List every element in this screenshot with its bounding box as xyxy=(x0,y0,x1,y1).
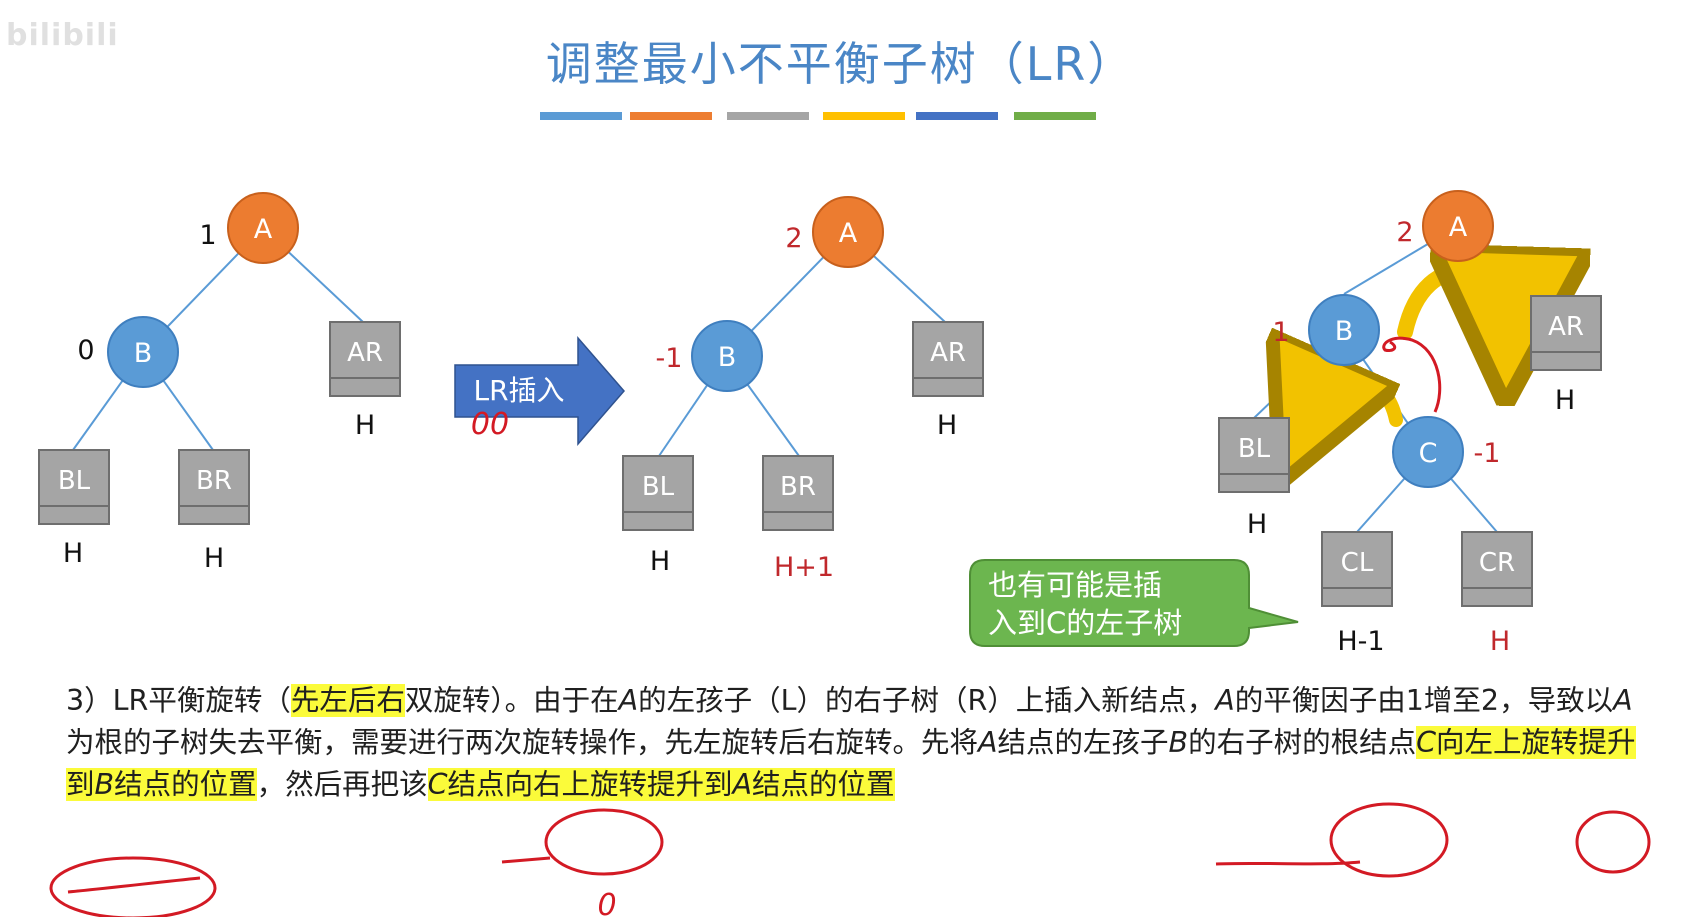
bilibili-watermark: bilibili xyxy=(6,18,119,53)
tree3-subtree-cl: CL xyxy=(1321,531,1393,607)
tree2-a-balance: 2 xyxy=(785,223,802,254)
tree3-subtree-cr: CR xyxy=(1461,531,1533,607)
para-highlight: 结点的位置 xyxy=(114,768,257,801)
callout-line-1: 也有可能是插 xyxy=(988,568,1162,602)
svg-text:BR: BR xyxy=(196,466,232,496)
title-underline-orange xyxy=(630,112,712,120)
svg-text:AR: AR xyxy=(1548,312,1584,342)
tree3-subtree-bl: BL xyxy=(1218,417,1290,493)
tree2-b-balance: -1 xyxy=(656,343,683,374)
svg-text:AR: AR xyxy=(930,338,966,368)
para-highlight: 结点的位置 xyxy=(752,768,895,801)
callout-line-2: 入到C的左子树 xyxy=(988,606,1182,640)
tree1-bl-height: H xyxy=(63,538,83,569)
para-seg: 为根的子树失去平衡，需要进行两次旋转操作，先左旋转后右旋转。先将 xyxy=(66,726,979,759)
title-underline-green xyxy=(1014,112,1096,120)
tree-2: A 2 B -1 AR H BL H BR H+1 xyxy=(622,196,984,583)
para-highlight: 先左后右 xyxy=(290,684,405,717)
handwritten-00: 00 xyxy=(471,407,509,442)
title-underline-darkblue xyxy=(916,112,998,120)
para-seg: 的平衡因子由1增至2，导致以 xyxy=(1234,684,1614,717)
tree2-bl-height: H xyxy=(650,546,670,577)
para-seg: ，然后再把该 xyxy=(256,768,428,801)
tree3-ar-height: H xyxy=(1555,385,1575,416)
para-highlight: A xyxy=(732,768,753,801)
svg-text:BL: BL xyxy=(642,472,675,502)
svg-text:B: B xyxy=(1335,316,1354,347)
tree2-subtree-bl: BL xyxy=(622,455,694,531)
tree3-b-balance: 1 xyxy=(1272,317,1289,348)
para-var: A xyxy=(1613,684,1633,717)
para-seg: 双旋转）。由于在 xyxy=(404,684,619,717)
lr-insert-label: LR插入 xyxy=(473,374,564,407)
svg-text:A: A xyxy=(1449,212,1468,243)
handwritten-zero: 0 xyxy=(597,888,616,917)
para-seg: 3）LR平衡旋转（ xyxy=(66,684,291,717)
svg-text:CR: CR xyxy=(1479,548,1515,578)
tree1-subtree-bl: BL xyxy=(38,449,110,525)
tree1-subtree-ar: AR xyxy=(329,321,401,397)
svg-text:CL: CL xyxy=(1341,548,1374,578)
tree2-ar-height: H xyxy=(937,410,957,441)
tree3-subtree-ar: AR xyxy=(1530,295,1602,371)
tree3-node-b: B xyxy=(1308,294,1380,366)
tree3-cr-height: H xyxy=(1490,626,1510,657)
para-seg: 的右子树的根结点 xyxy=(1188,726,1417,759)
para-var: A xyxy=(978,726,998,759)
explanation-paragraph: 3）LR平衡旋转（先左后右双旋转）。由于在A的左孩子（L）的右子树（R）上插入新… xyxy=(66,680,1646,806)
para-var: A xyxy=(1215,684,1235,717)
handwritten-curve xyxy=(1382,336,1442,413)
tree2-node-a: A xyxy=(812,196,884,268)
paragraph-annotations: 0 xyxy=(49,802,1651,917)
title-underline-blue xyxy=(540,112,622,120)
para-highlight: C xyxy=(427,768,448,801)
tree-1: A 1 B 0 AR H BL H BR H xyxy=(38,192,401,574)
tree2-subtree-ar: AR xyxy=(912,321,984,397)
svg-text:A: A xyxy=(839,218,858,249)
para-seg: 的左孩子（L）的右子树（R）上插入新结点， xyxy=(638,684,1216,717)
tree3-a-balance: 2 xyxy=(1396,217,1413,248)
para-seg: 结点的左孩子 xyxy=(997,726,1169,759)
title-underline-gray xyxy=(727,112,809,120)
tree1-ar-height: H xyxy=(355,410,375,441)
tree2-subtree-br: BR xyxy=(762,455,834,531)
svg-text:BR: BR xyxy=(780,472,816,502)
tree3-cl-height: H-1 xyxy=(1337,626,1384,657)
para-var: B xyxy=(1168,726,1189,759)
tree3-c-balance: -1 xyxy=(1474,438,1501,469)
tree3-node-c: C xyxy=(1392,416,1464,488)
tree2-node-b: B xyxy=(691,320,763,392)
tree1-b-balance: 0 xyxy=(77,335,94,366)
tree1-a-balance: 1 xyxy=(199,220,216,251)
svg-text:AR: AR xyxy=(347,338,383,368)
svg-text:B: B xyxy=(134,338,153,369)
para-highlight: B xyxy=(94,768,115,801)
para-highlight: C xyxy=(1416,726,1437,759)
tree1-br-height: H xyxy=(204,543,224,574)
title-underline-yellow xyxy=(823,112,905,120)
tree1-node-b: B xyxy=(107,316,179,388)
svg-text:B: B xyxy=(718,342,737,373)
svg-text:BL: BL xyxy=(1238,434,1271,464)
tree2-br-height: H+1 xyxy=(774,552,834,583)
svg-text:C: C xyxy=(1419,438,1438,469)
rotate-right-arrow xyxy=(1397,271,1508,332)
tree3-bl-height: H xyxy=(1247,509,1267,540)
svg-text:A: A xyxy=(254,214,273,245)
svg-text:BL: BL xyxy=(58,466,91,496)
tree-3: A 2 B 1 AR H BL H C -1 CL H-1 xyxy=(1218,190,1602,657)
rotate-left-arrow xyxy=(1308,381,1403,420)
tree1-subtree-br: BR xyxy=(178,449,250,525)
tree3-node-a: A xyxy=(1422,190,1494,262)
page-title: 调整最小不平衡子树（LR） xyxy=(545,37,1136,91)
para-highlight: 结点向右上旋转提升到 xyxy=(447,768,733,801)
callout: 也有可能是插 入到C的左子树 xyxy=(969,559,1299,647)
para-var: A xyxy=(618,684,639,717)
tree1-node-a: A xyxy=(227,192,299,264)
lr-insert-arrow: LR插入 00 xyxy=(454,335,625,447)
